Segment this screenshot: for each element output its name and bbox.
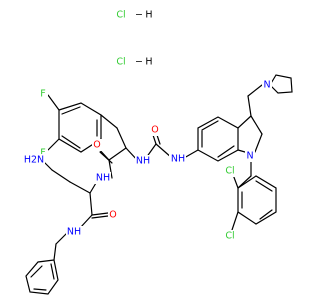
salt-dash: − (135, 57, 143, 68)
oxygen-atom: O (151, 125, 158, 136)
salt-chlorine-label: Cl (116, 57, 125, 68)
urea-nh-atom: NH (136, 156, 150, 167)
salt-chlorine-label: Cl (116, 10, 125, 21)
benzylamide-nh-atom: NH (67, 227, 81, 238)
salt-dash: − (135, 10, 143, 21)
chlorine-atom: Cl (225, 231, 234, 242)
hcl-salt-2: Cl − H (116, 57, 152, 68)
urea-nh-atom: NH (171, 154, 185, 165)
amine-nh2-atom: H2N (24, 155, 44, 166)
fluorine-atom: F (40, 89, 45, 100)
chlorine-atom: Cl (225, 166, 234, 177)
oxygen-atom: O (109, 210, 116, 221)
amide-nh-atom: NH (96, 173, 110, 184)
salt-hydrogen-label: H (145, 10, 152, 21)
fluorine-atom: F (40, 148, 45, 159)
molecule-structure: Cl − H Cl − H (23, 10, 293, 295)
hcl-salt-1: Cl − H (116, 10, 152, 21)
atom-labels: F F O O NH NH NH N N H2N NH O Cl Cl (23, 79, 272, 242)
salt-hydrogen-label: H (145, 57, 152, 68)
pyrrolidine-nitrogen-atom: N (263, 80, 270, 91)
indole-nitrogen-atom: N (246, 151, 253, 162)
bond-skeleton (25, 74, 293, 295)
oxygen-atom: O (93, 140, 100, 151)
